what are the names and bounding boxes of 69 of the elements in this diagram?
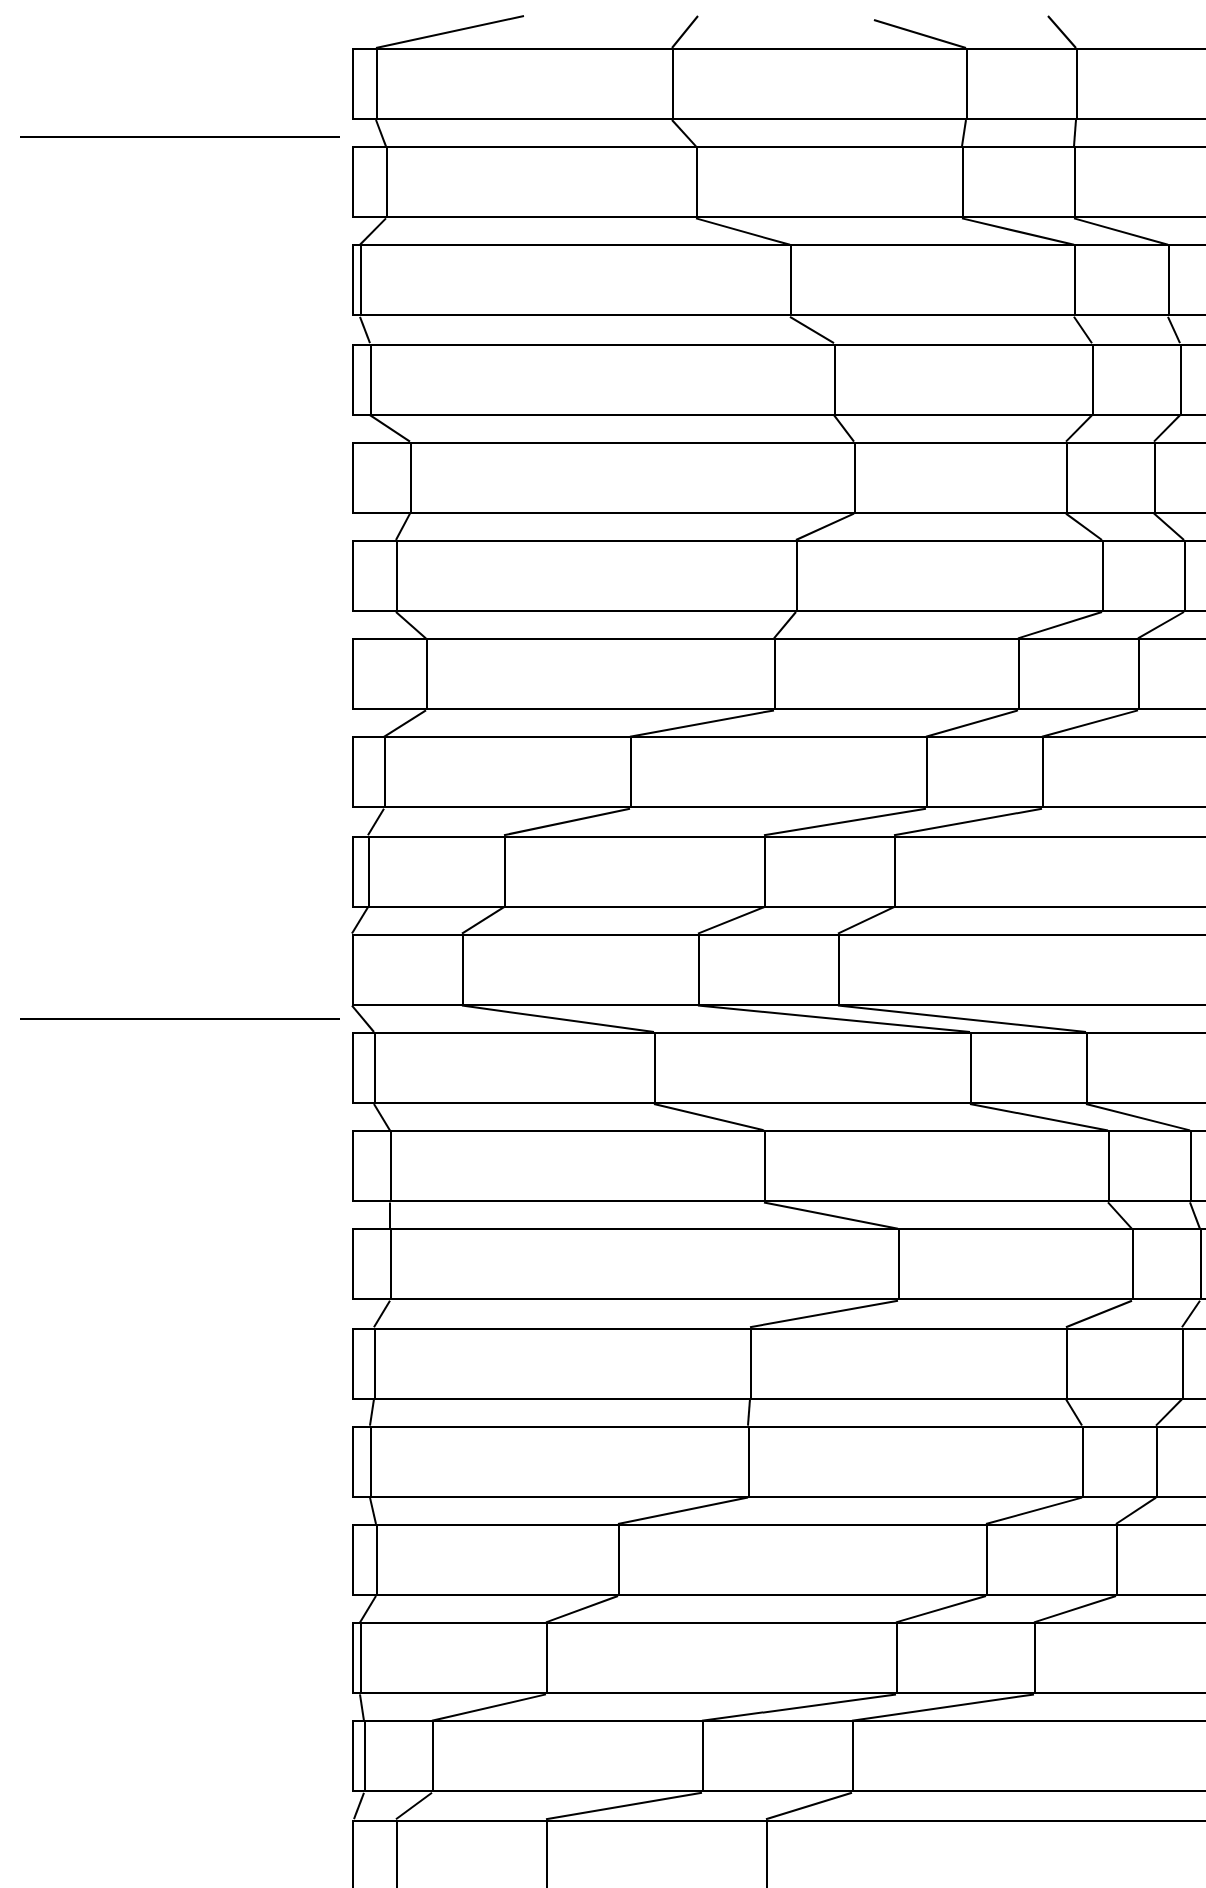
connector-line	[1155, 1398, 1183, 1427]
segmented-bar	[352, 441, 1206, 514]
connector-line	[351, 906, 369, 935]
connector-line	[1047, 15, 1077, 49]
segmented-bar	[352, 1622, 1206, 1695]
connector-line	[837, 906, 895, 935]
connector-line	[359, 1595, 377, 1624]
connector-line	[395, 1791, 433, 1821]
connector-line	[697, 1004, 971, 1033]
connector-line	[395, 512, 411, 541]
segmented-bar	[352, 146, 1206, 219]
connector-line	[373, 1103, 391, 1132]
connector-line	[1065, 512, 1103, 541]
segmented-bar	[352, 1032, 1206, 1104]
connector-line	[369, 1496, 377, 1525]
segmented-bar	[352, 1327, 1206, 1400]
connector-line	[389, 1201, 391, 1230]
connector-line	[1065, 414, 1093, 443]
segmented-bar	[352, 933, 1206, 1006]
connector-line	[1181, 1299, 1201, 1329]
connector-line	[1153, 414, 1181, 443]
connector-line	[795, 512, 855, 541]
connector-line	[671, 119, 697, 148]
connector-line	[1065, 1398, 1083, 1427]
connector-line	[773, 611, 797, 640]
segmented-bar	[352, 1130, 1206, 1203]
connector-line	[383, 709, 427, 738]
segmented-bar	[352, 1425, 1206, 1498]
segmented-bar	[352, 1524, 1206, 1596]
segmented-bar	[352, 540, 1206, 612]
connector-line	[873, 19, 967, 49]
connector-line	[1137, 611, 1185, 640]
connector-line	[1115, 1496, 1157, 1525]
connector-line	[1073, 315, 1093, 345]
segmented-bar	[352, 1228, 1206, 1301]
connector-line	[373, 1299, 391, 1329]
connector-line	[1065, 1299, 1133, 1329]
connector-line	[1073, 119, 1077, 148]
connector-line	[369, 1398, 375, 1427]
connector-line	[789, 315, 835, 345]
segmented-bar	[352, 1819, 1206, 1888]
connector-line	[961, 119, 967, 148]
connector-line	[671, 15, 699, 49]
segmented-bar	[352, 736, 1206, 809]
connector-line	[359, 1693, 365, 1722]
connector-line	[833, 414, 855, 443]
segmented-bar	[352, 48, 1206, 120]
connector-line	[1167, 315, 1181, 345]
connector-line	[1189, 1201, 1201, 1230]
connector-line	[1153, 512, 1185, 541]
connector-line	[461, 906, 505, 935]
connector-line	[375, 15, 525, 49]
connector-line	[351, 1004, 375, 1033]
connector-line	[367, 807, 385, 837]
segmented-bar	[352, 835, 1206, 908]
segmented-bar	[352, 1720, 1206, 1793]
segmented-bar	[352, 343, 1206, 416]
connector-line	[359, 217, 387, 246]
connector-line	[353, 1791, 365, 1821]
connector-line	[359, 315, 371, 345]
connector-line	[837, 1004, 1087, 1033]
connector-line	[395, 611, 427, 640]
segmented-bar	[352, 244, 1206, 317]
connector-line	[1107, 1201, 1133, 1230]
connector-line	[747, 1398, 751, 1427]
connector-line	[369, 414, 411, 443]
segmented-bar	[352, 638, 1206, 711]
connector-line	[375, 119, 387, 148]
connector-line	[697, 906, 765, 935]
